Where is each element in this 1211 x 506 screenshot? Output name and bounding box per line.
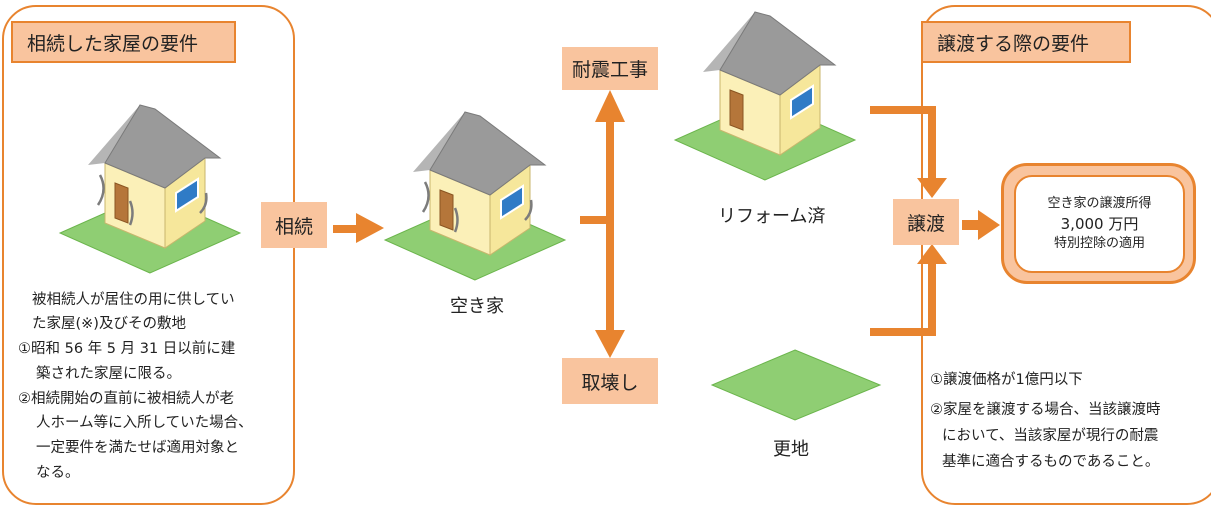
transfer-requirements-title: 譲渡する際の要件 [921, 21, 1131, 63]
left-req-line-5: ②相続開始の直前に被相続人が老 [18, 391, 234, 407]
transfer-label: 譲渡 [893, 199, 959, 245]
vacant-house-illustration [384, 111, 566, 281]
inherited-house-title: 相続した家屋の要件 [11, 21, 236, 63]
right-req-line-3: において、当該家屋が現行の耐震 [942, 428, 1159, 444]
result-line-1: 空き家の譲渡所得 [1047, 196, 1152, 211]
left-req-line-8: なる。 [36, 465, 80, 481]
demolish-label: 取壊し [562, 358, 658, 404]
left-req-line-6: 人ホーム等に入所していた場合、 [36, 415, 253, 431]
right-req-line-2: ②家屋を譲渡する場合、当該譲渡時 [930, 402, 1161, 418]
reformed-caption: リフォーム済 [718, 206, 826, 227]
old-house-illustration [59, 104, 241, 274]
result-box: 空き家の譲渡所得 3,000 万円 特別控除の適用 [1014, 175, 1185, 273]
result-line-2: 3,000 万円 [1060, 215, 1139, 233]
bare-land-illustration [710, 349, 882, 421]
left-req-line-7: 一定要件を満たせば適用対象と [36, 440, 239, 456]
reformed-house-illustration [674, 11, 856, 181]
left-req-line-3: ①昭和 56 年 5 月 31 日以前に建 [18, 341, 236, 357]
arrow-transfer [962, 210, 1000, 240]
left-req-line-1: 被相続人が居住の用に供してい [32, 292, 235, 308]
bare-land-caption: 更地 [773, 439, 809, 460]
right-req-line-4: 基準に適合するものであること。 [942, 454, 1160, 470]
right-req-line-1: ①譲渡価格が1億円以下 [930, 372, 1083, 388]
quake-work-label: 耐震工事 [562, 47, 658, 90]
inherit-label: 相続 [261, 202, 327, 248]
arrow-inherit [333, 213, 384, 243]
left-req-line-4: 築された家屋に限る。 [36, 366, 181, 382]
vacant-house-caption: 空き家 [450, 296, 504, 317]
result-line-3: 特別控除の適用 [1053, 236, 1145, 251]
left-req-line-2: た家屋(※)及びその敷地 [32, 316, 186, 332]
